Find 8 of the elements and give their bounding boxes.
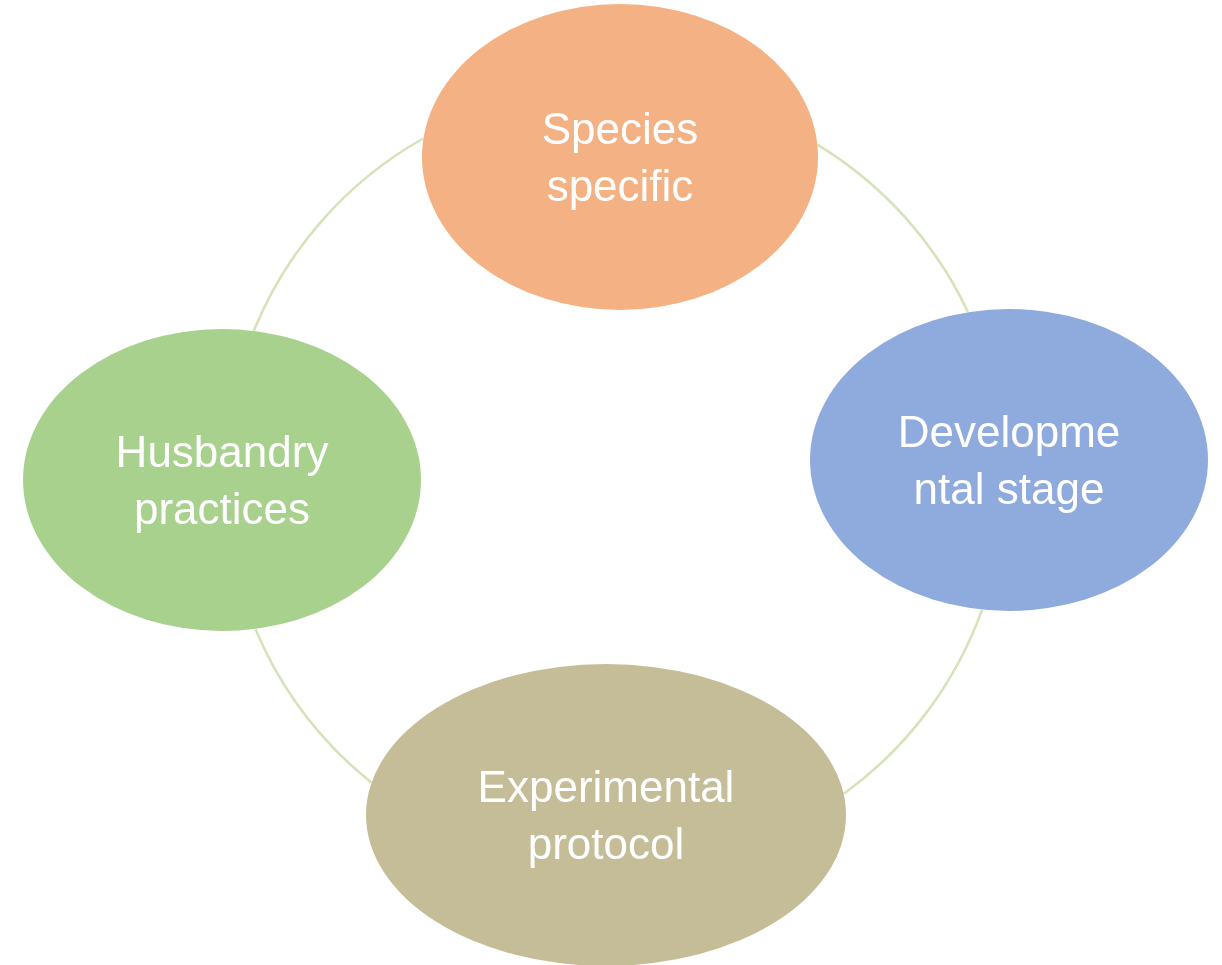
- connector-arc: [843, 609, 984, 795]
- node-label: Experimental protocol: [476, 760, 736, 870]
- connector-arc: [816, 143, 969, 313]
- node-label: Husbandry practices: [114, 425, 330, 535]
- node-label: Developmental stage: [896, 405, 1122, 515]
- connector-arc: [254, 628, 373, 784]
- node-label: Species specific: [540, 102, 700, 212]
- connector-arc: [252, 137, 424, 332]
